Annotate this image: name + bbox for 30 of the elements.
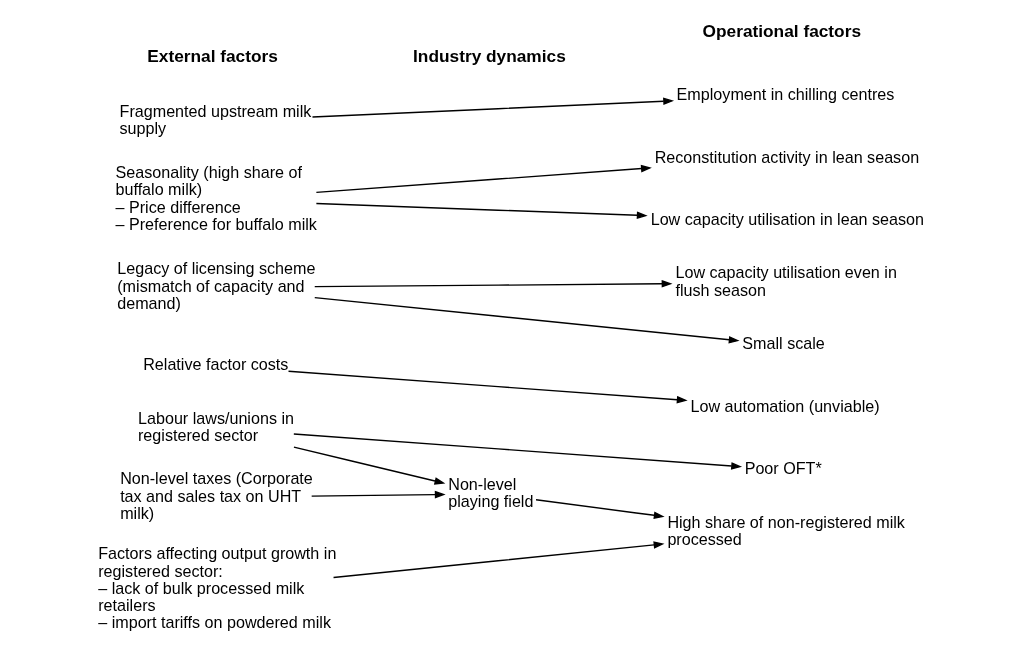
arrow [314, 296, 740, 344]
node-text: Employment in chilling centres [676, 85, 895, 104]
node-text: Low capacity utilisation even in flush season [675, 263, 897, 299]
node-text: Non-level playing field [448, 474, 534, 510]
node-text: Low automation (unviable) [690, 396, 880, 415]
node-text: Low capacity utilisation in lean season [650, 209, 925, 228]
arrow [293, 433, 743, 470]
node-text: Reconstitution activity in lean season [654, 147, 920, 166]
label: External factors [147, 45, 278, 66]
arrow [332, 541, 665, 579]
arrow [315, 164, 652, 194]
label: Industry dynamics [413, 45, 566, 66]
arrow [311, 97, 675, 118]
node-text: Poor OFT* [744, 458, 822, 477]
node-text: High share of non-registered milk processed [667, 512, 905, 548]
node-text: Seasonality (high share of buffalo milk) – Price difference – Preference for buffalo milk [115, 163, 317, 234]
node-text: Factors affecting output growth in registered sector: – lack of bulk processed milk retailers – import tariffs on powdered milk [98, 544, 337, 632]
arrow [293, 446, 446, 485]
node-text: Legacy of licensing scheme (mismatch of capacity and demand) [117, 259, 316, 313]
label: Operational factors [702, 20, 862, 41]
node-text: Labour laws/unions in registered sector [138, 408, 294, 445]
arrow [535, 499, 665, 519]
node-text: Relative factor costs [143, 355, 289, 374]
node-text: Small scale [742, 334, 825, 353]
arrow [287, 370, 688, 404]
arrow [315, 202, 648, 220]
node-text: Non-level taxes (Corporate tax and sales tax on UHT milk) [120, 469, 313, 522]
arrow [314, 280, 673, 288]
node-text: Fragmented upstream milk supply [119, 102, 312, 138]
arrow [311, 490, 446, 499]
